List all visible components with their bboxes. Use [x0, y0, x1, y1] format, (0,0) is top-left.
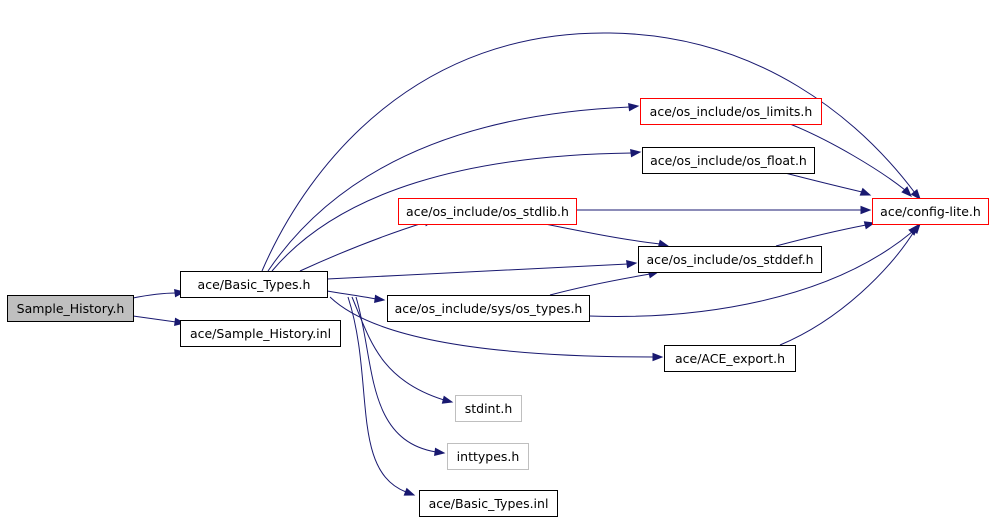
node-label: ace/os_include/os_float.h — [650, 153, 807, 168]
edge-line — [132, 292, 177, 299]
edge-line — [355, 296, 437, 453]
edge-arrowhead — [901, 186, 912, 197]
edge-line — [271, 152, 633, 272]
edge-basic_types_h-to-os_float_h — [271, 148, 642, 272]
node-label: ace/os_include/sys/os_types.h — [395, 301, 583, 316]
edge-line — [267, 106, 631, 272]
node-stdint-h: stdint.h — [455, 395, 522, 422]
edge-line — [329, 296, 655, 358]
node-os-stddef-h[interactable]: ace/os_include/os_stddef.h — [638, 246, 822, 273]
edge-basic_types_h-to-os_limits_h — [267, 102, 640, 272]
node-sample-history-h: Sample_History.h — [7, 295, 134, 322]
node-box — [447, 443, 529, 470]
node-os-types-h[interactable]: ace/os_include/sys/os_types.h — [387, 295, 590, 322]
edge-ace_export_h-to-config_lite_h — [779, 222, 921, 346]
node-os-limits-h[interactable]: ace/os_include/os_limits.h — [640, 98, 822, 125]
node-label: Sample_History.h — [17, 301, 125, 316]
node-os-float-h[interactable]: ace/os_include/os_float.h — [642, 147, 815, 174]
edge-arrowhead — [403, 487, 416, 496]
node-box — [640, 98, 822, 125]
node-label: ace/Sample_History.inl — [190, 326, 331, 341]
node-box — [664, 345, 796, 372]
edge-basic_types_h-to-config_lite_h — [261, 32, 921, 272]
nodes-layer: Sample_History.h ace/Basic_Types.h ace/Sam… — [7, 98, 989, 517]
edge-arrowhead — [441, 395, 454, 404]
edge-os_limits_h-to-config_lite_h — [789, 123, 912, 197]
edge-arrowhead — [374, 294, 386, 304]
node-box — [387, 295, 590, 322]
edge-line — [544, 223, 661, 245]
edge-os_types_h-to-os_stddef_h — [549, 270, 660, 296]
edge-line — [351, 296, 445, 401]
node-box — [419, 490, 558, 517]
edge-line — [779, 229, 916, 346]
edge-arrowhead — [174, 317, 186, 327]
node-label: ace/os_include/os_stdlib.h — [406, 204, 569, 219]
edge-basic_types_h-to-os_stddef_h — [326, 259, 638, 280]
edge-line — [132, 315, 177, 323]
node-box — [638, 246, 822, 273]
edge-arrowhead — [863, 221, 876, 230]
edge-arrowhead — [860, 205, 872, 215]
edge-arrowhead — [626, 259, 638, 269]
edge-line — [347, 296, 407, 493]
edge-line — [775, 224, 867, 247]
edge-line — [326, 263, 629, 280]
node-basic-types-inl[interactable]: ace/Basic_Types.inl — [419, 490, 558, 517]
node-label: stdint.h — [465, 401, 513, 416]
edge-os_stdlib_h-to-os_stddef_h — [544, 223, 670, 248]
edge-arrowhead — [859, 187, 872, 196]
edge-arrowhead — [630, 148, 642, 158]
node-box — [180, 320, 341, 347]
edge-os_stdlib_h-to-config_lite_h — [576, 205, 872, 215]
node-basic-types-h[interactable]: ace/Basic_Types.h — [180, 271, 328, 298]
node-label: ace/config-lite.h — [880, 204, 981, 219]
edge-sample_history_h-to-basic_types_h — [132, 288, 186, 299]
edge-line — [789, 123, 906, 191]
node-label: inttypes.h — [457, 449, 520, 464]
edge-basic_types_h-to-stdint_h — [351, 296, 454, 404]
node-ace-export-h[interactable]: ace/ACE_export.h — [664, 345, 796, 372]
node-config-lite-h[interactable]: ace/config-lite.h — [872, 198, 989, 225]
edge-os_stddef_h-to-config_lite_h — [775, 221, 876, 247]
edges-layer — [132, 32, 921, 496]
node-label: ace/ACE_export.h — [675, 351, 785, 366]
node-label: ace/Basic_Types.inl — [429, 496, 549, 511]
edge-line — [261, 32, 916, 272]
node-os-stdlib-h[interactable]: ace/os_include/os_stdlib.h — [398, 198, 577, 225]
edge-line — [784, 172, 863, 193]
node-box — [398, 198, 577, 225]
edge-basic_types_h-to-os_stdlib_h — [299, 218, 436, 272]
edge-line — [299, 221, 427, 272]
node-box — [642, 147, 815, 174]
node-label: ace/os_include/os_limits.h — [650, 104, 813, 119]
node-sample-history-inl[interactable]: ace/Sample_History.inl — [180, 320, 341, 347]
edge-arrowhead — [910, 222, 921, 235]
edge-basic_types_h-to-inttypes_h — [355, 296, 446, 457]
node-box — [455, 395, 522, 422]
edge-arrowhead — [652, 352, 664, 362]
node-label: ace/Basic_Types.h — [198, 277, 311, 292]
node-box — [872, 198, 989, 225]
edge-basic_types_h-to-os_types_h — [326, 290, 386, 304]
node-label: ace/os_include/os_stddef.h — [646, 252, 813, 267]
edge-basic_types_h-to-basic_types_inl — [347, 296, 416, 496]
edge-arrowhead — [174, 288, 186, 298]
edge-line — [326, 290, 377, 300]
edge-os_float_h-to-config_lite_h — [784, 172, 872, 196]
edge-arrowhead — [910, 188, 921, 201]
edge-arrowhead — [628, 102, 640, 112]
node-box — [180, 271, 328, 298]
edge-line — [588, 231, 913, 317]
edge-basic_types_h-to-ace_export_h — [329, 296, 664, 362]
edge-line — [549, 273, 651, 296]
edge-sample_history_h-to-sample_history_inl — [132, 315, 186, 327]
edge-arrowhead — [434, 447, 446, 457]
node-inttypes-h: inttypes.h — [447, 443, 529, 470]
node-box — [7, 295, 134, 322]
